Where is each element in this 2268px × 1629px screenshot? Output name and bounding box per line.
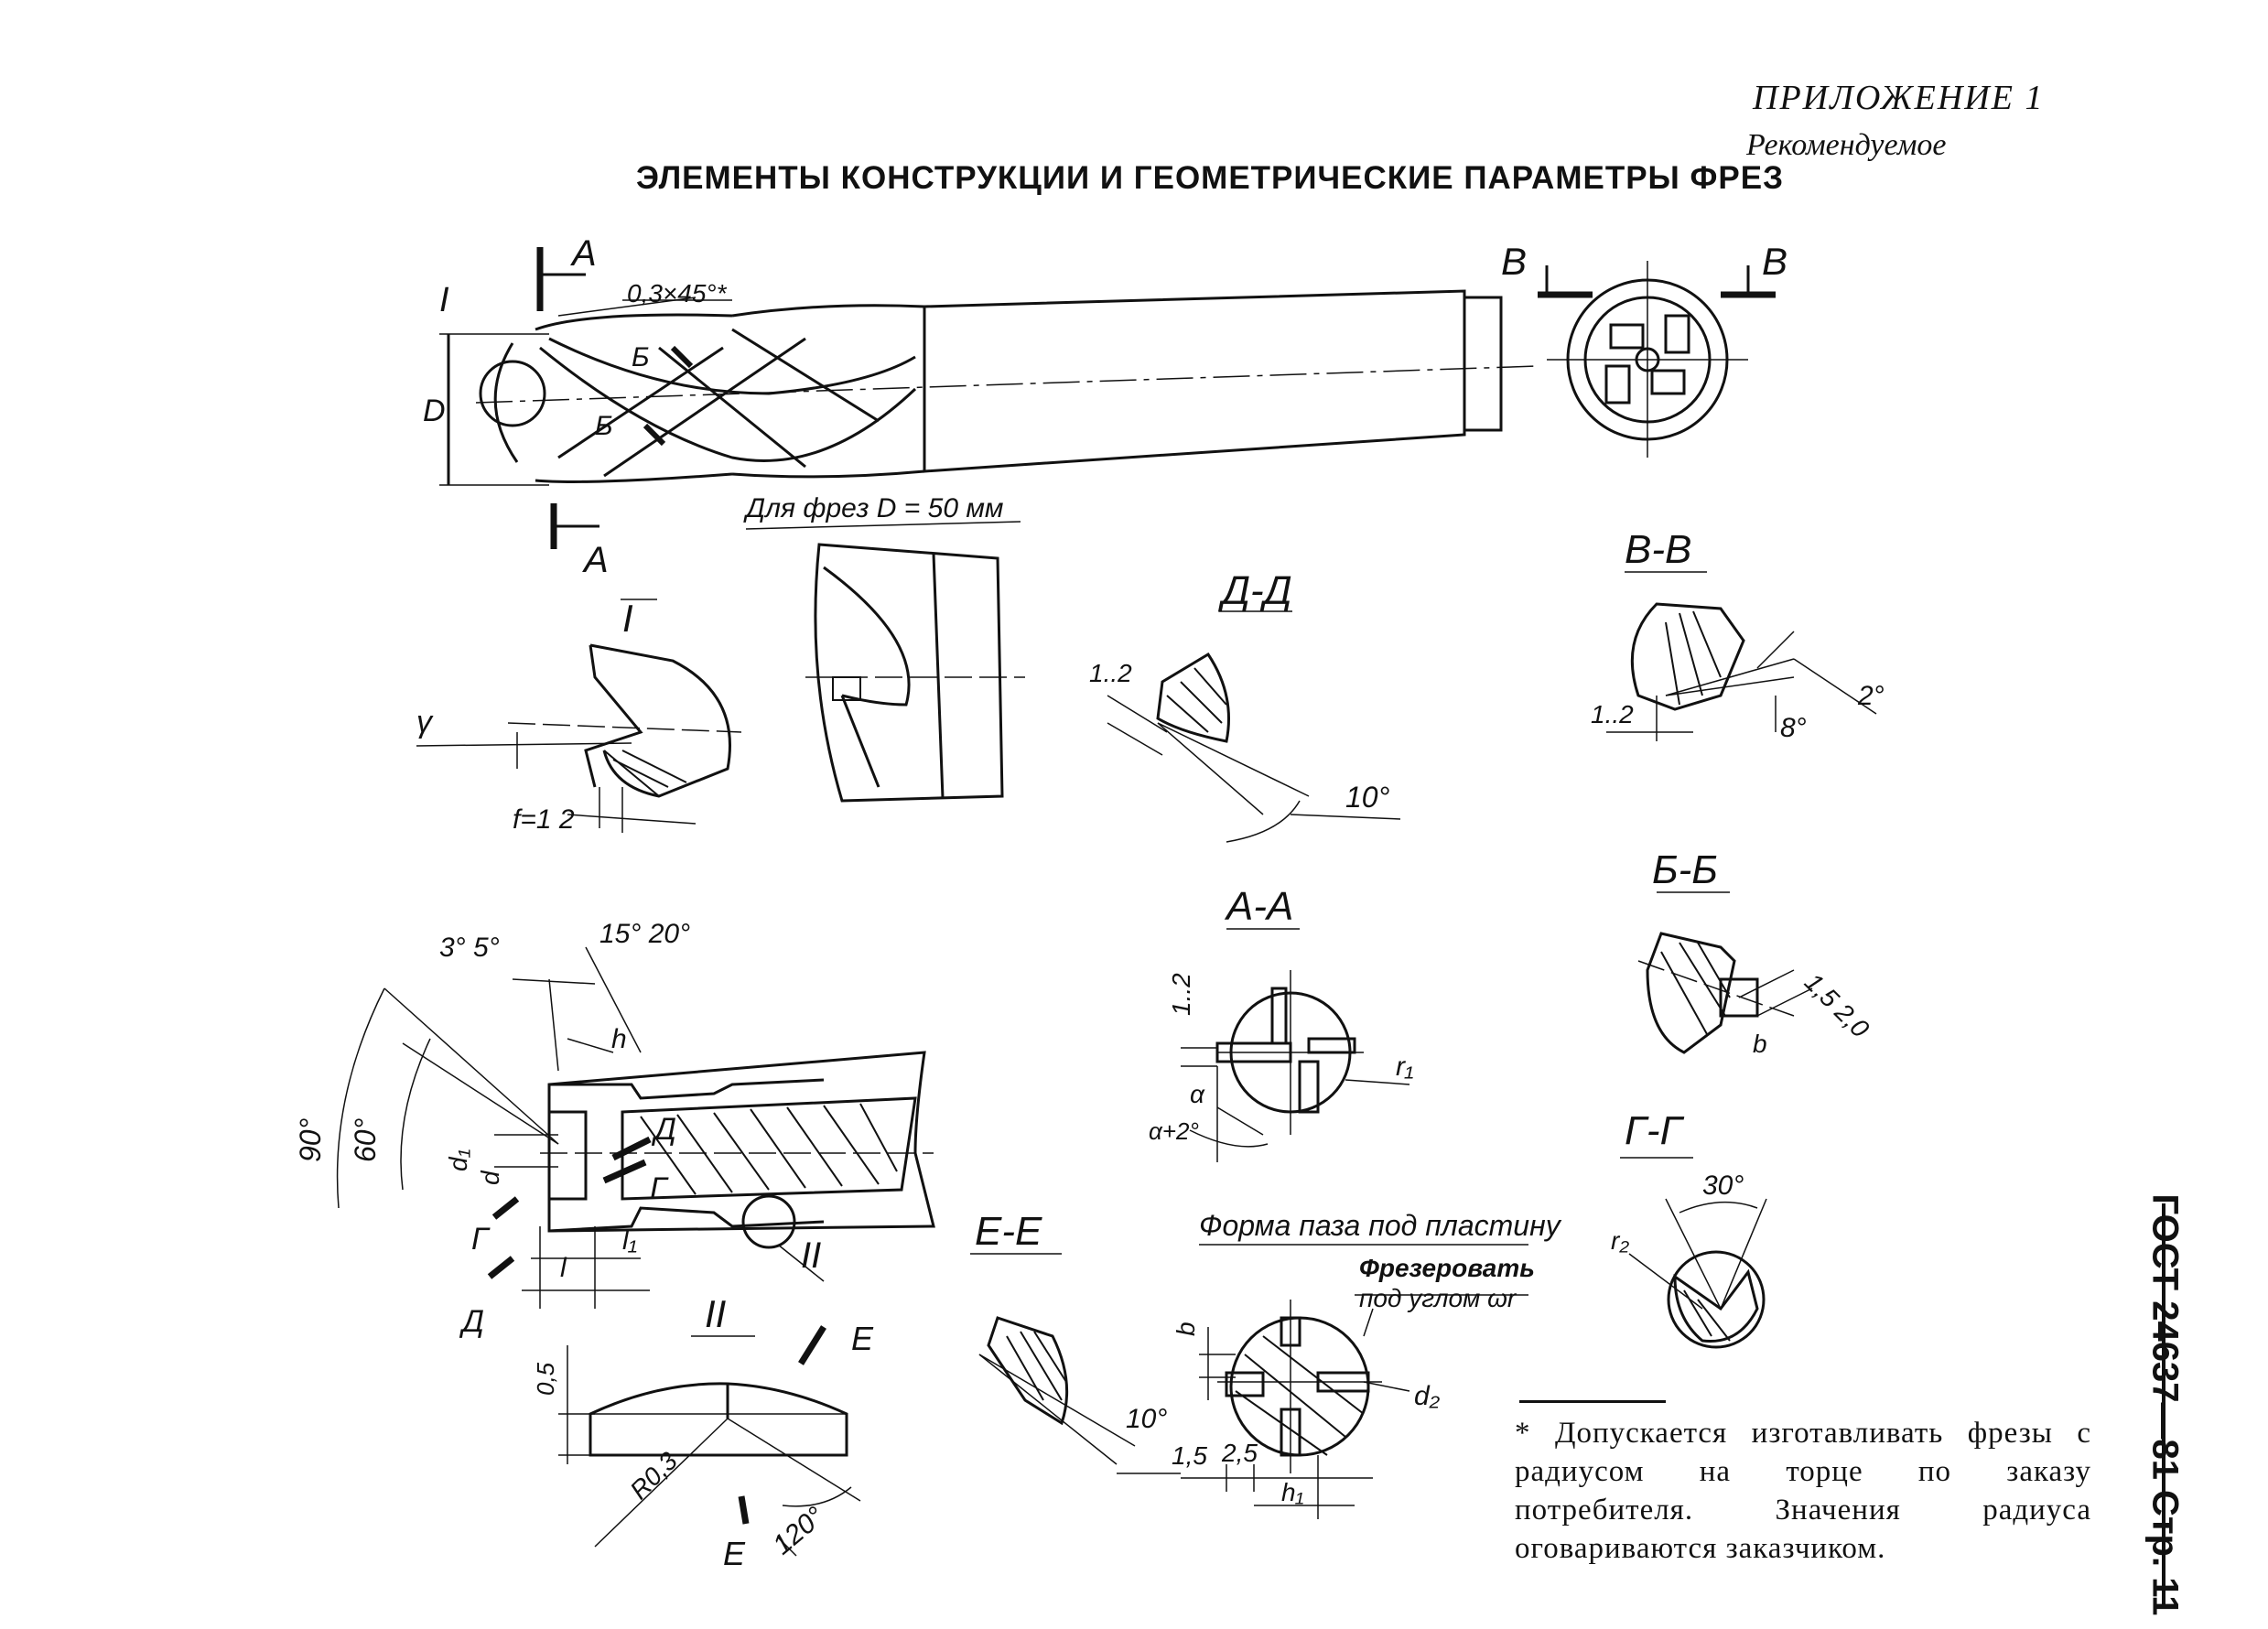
end-view: [1538, 261, 1776, 458]
tooth-section: [805, 543, 1025, 803]
recommended-label: Рекомендуемое: [1746, 128, 1947, 162]
section-g-marker-left: Г: [471, 1222, 491, 1257]
h-label: h: [611, 1024, 627, 1054]
section-gg-angle: 30°: [1702, 1171, 1744, 1201]
main-view-caption: Для фрез D = 50 мм: [743, 493, 1003, 523]
main-cutter-view: [439, 247, 1539, 549]
section-g-marker: Г: [650, 1171, 669, 1206]
section-dd-title: Д-Д: [1217, 568, 1292, 613]
alpha-plus-label: α+2°: [1149, 1117, 1199, 1145]
d-label: d: [476, 1170, 504, 1185]
section-vv-angle-1: 8°: [1780, 713, 1807, 743]
section-vv-dimension: 1..2: [1591, 700, 1634, 728]
appendix-heading: ПРИЛОЖЕНИЕ 1: [1753, 79, 2045, 117]
page-title: ЭЛЕМЕНТЫ КОНСТРУКЦИИ И ГЕОМЕТРИЧЕСКИЕ ПА…: [636, 160, 1785, 196]
angle-120-label: 120°: [767, 1501, 830, 1560]
section-ee-angle: 10°: [1126, 1404, 1167, 1434]
slot-note-1: Фрезеровать: [1359, 1254, 1535, 1282]
section-b-label-2: Б: [595, 411, 613, 441]
section-b-label-1: Б: [632, 342, 650, 372]
section-dd-dimension: 1..2: [1089, 659, 1132, 687]
section-aa-title: А-А: [1224, 884, 1293, 929]
section-bb-b: b: [1753, 1030, 1767, 1058]
section-a-label-bottom: А: [582, 540, 609, 580]
l1-label: l₁: [622, 1225, 637, 1256]
section-dd-angle: 10°: [1345, 781, 1390, 814]
tooth-angle-1: 3° 5°: [439, 933, 500, 963]
side-label: ГОСТ 24637—81 Стр. 11: [2137, 1194, 2192, 1616]
angle-90-label: 90°: [294, 1117, 327, 1162]
detail-i-marker: I: [439, 281, 449, 319]
section-bb-title: Б-Б: [1652, 847, 1718, 892]
tooth-angle-2: 15° 20°: [599, 919, 690, 949]
section-v-label-left: В: [1501, 240, 1527, 283]
section-e-marker-bottom: Е: [723, 1535, 746, 1572]
footnote-rule: [1519, 1400, 1666, 1403]
section-e-marker-top: Е: [851, 1320, 874, 1357]
alpha-label: α: [1190, 1080, 1205, 1108]
h1-label: h₁: [1281, 1478, 1304, 1506]
gamma-label: γ: [416, 705, 434, 739]
side-label-text: ГОСТ 24637—81 Стр. 11: [2144, 1193, 2186, 1616]
section-aa: [1181, 928, 1410, 1162]
section-d-marker: Д: [651, 1112, 676, 1147]
section-vv-angle-2: 2°: [1857, 681, 1885, 711]
detail-i-title: I: [622, 597, 633, 640]
slot-dim-1: 1,5: [1172, 1441, 1207, 1470]
slot-note-2: под углом ωr: [1359, 1284, 1517, 1312]
r2-label: r₂: [1611, 1226, 1629, 1255]
r1-label: r₁: [1396, 1052, 1413, 1082]
angle-60-label: 60°: [349, 1117, 382, 1162]
l-label: l: [560, 1253, 567, 1283]
detail-ii-marker: II: [801, 1235, 821, 1276]
slot-form: [1181, 1244, 1528, 1519]
section-aa-dimension: 1..2: [1167, 973, 1195, 1016]
section-bb-dimension: 1,5 2,0: [1799, 967, 1875, 1043]
detail-ii-dimension: 0,5: [532, 1362, 559, 1396]
section-dd: [1107, 610, 1401, 843]
section-vv: [1606, 571, 1877, 741]
slot-dim-2: 2,5: [1221, 1439, 1258, 1467]
tooth-long-view: [336, 946, 935, 1309]
d1-label: d₁: [444, 1149, 472, 1171]
side-rule: [2162, 1203, 2165, 1606]
section-vv-title: В-В: [1625, 527, 1691, 572]
d2-label: d₂: [1414, 1381, 1441, 1411]
section-gg-title: Г-Г: [1625, 1108, 1685, 1153]
section-a-label-top: А: [570, 233, 597, 274]
detail-ii: [558, 1325, 861, 1557]
section-gg: [1620, 1157, 1767, 1349]
footnote: * Допускается изготавливать фрезы с ради…: [1515, 1417, 2091, 1565]
chamfer-dimension: 0,3×45°*: [627, 279, 728, 307]
detail-ii-title: II: [705, 1292, 727, 1335]
detail-i: [416, 599, 742, 833]
slot-b-label: b: [1172, 1322, 1200, 1336]
diameter-label: D: [423, 394, 446, 428]
section-v-label-right: В: [1762, 240, 1787, 283]
section-bb: [1637, 891, 1813, 1054]
slot-form-title: Форма паза под пластину: [1199, 1209, 1562, 1242]
section-ee-title: Е-Е: [975, 1209, 1042, 1254]
section-d-marker-left: Д: [459, 1304, 484, 1339]
section-ee: [970, 1253, 1181, 1474]
f-dimension: f=1 2: [513, 804, 575, 835]
